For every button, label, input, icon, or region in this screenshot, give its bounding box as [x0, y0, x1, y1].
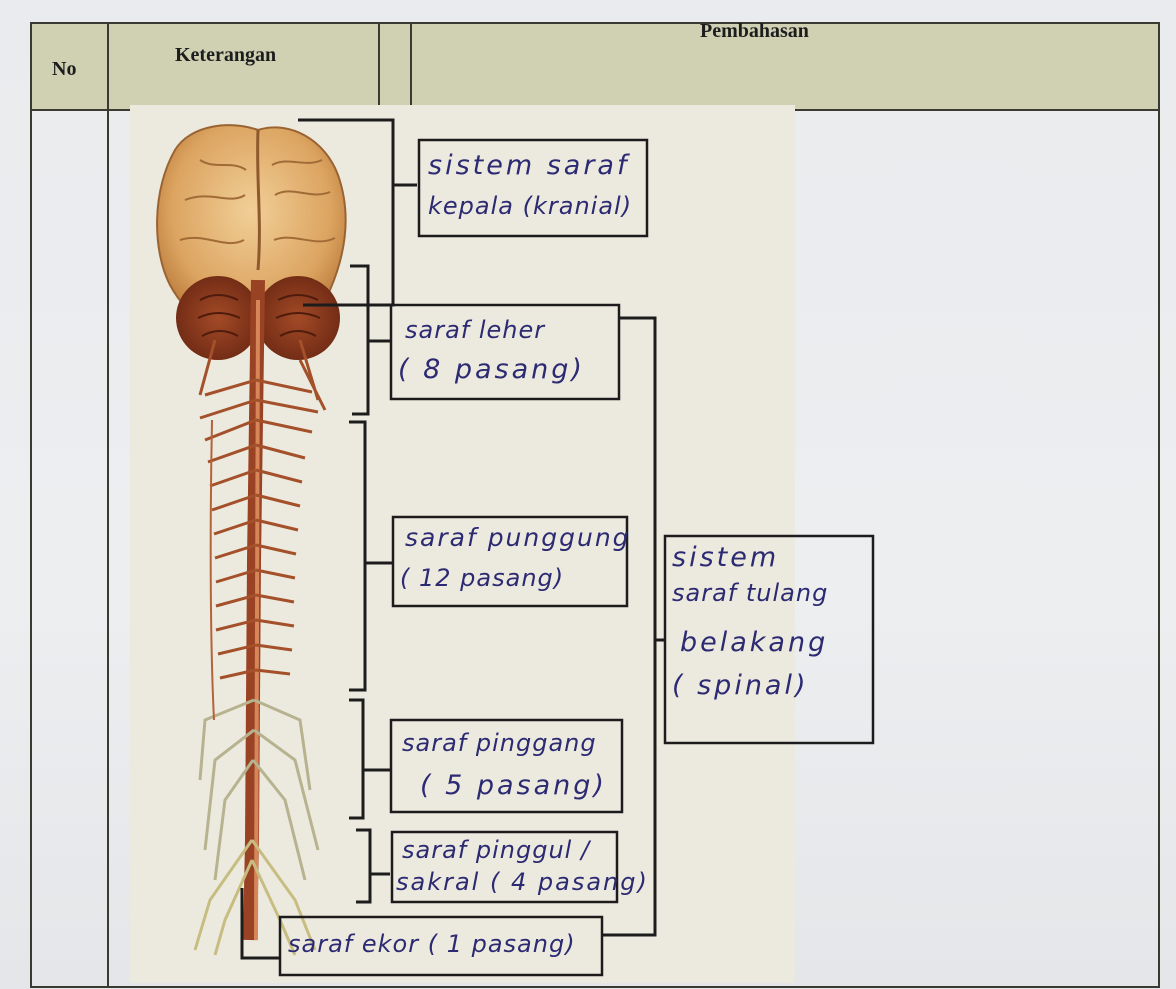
label-spinal-line1: sistem: [672, 540, 779, 576]
label-kranial-line2: kepala (kranial): [428, 188, 632, 224]
label-pinggang-line1: saraf pinggang: [402, 725, 597, 761]
label-spinal-line4: ( spinal): [672, 668, 809, 704]
label-pinggul-line1: saraf pinggul /: [402, 832, 590, 868]
label-leher-line2: ( 8 pasang): [398, 352, 585, 388]
label-kranial-line1: sistem saraf: [428, 148, 629, 184]
label-pinggul-line2: sakral ( 4 pasang): [396, 864, 649, 900]
label-punggung-line1: saraf punggung: [405, 520, 631, 556]
label-ekor: saraf ekor ( 1 pasang): [288, 926, 576, 962]
label-spinal-line2: saraf tulang: [672, 575, 828, 611]
label-leher-line1: saraf leher: [405, 312, 545, 348]
label-spinal-line3: belakang: [680, 625, 828, 661]
label-punggung-line2: ( 12 pasang): [400, 560, 564, 596]
spinal-cord-illustration: [195, 280, 325, 955]
label-pinggang-line2: ( 5 pasang): [420, 768, 607, 804]
